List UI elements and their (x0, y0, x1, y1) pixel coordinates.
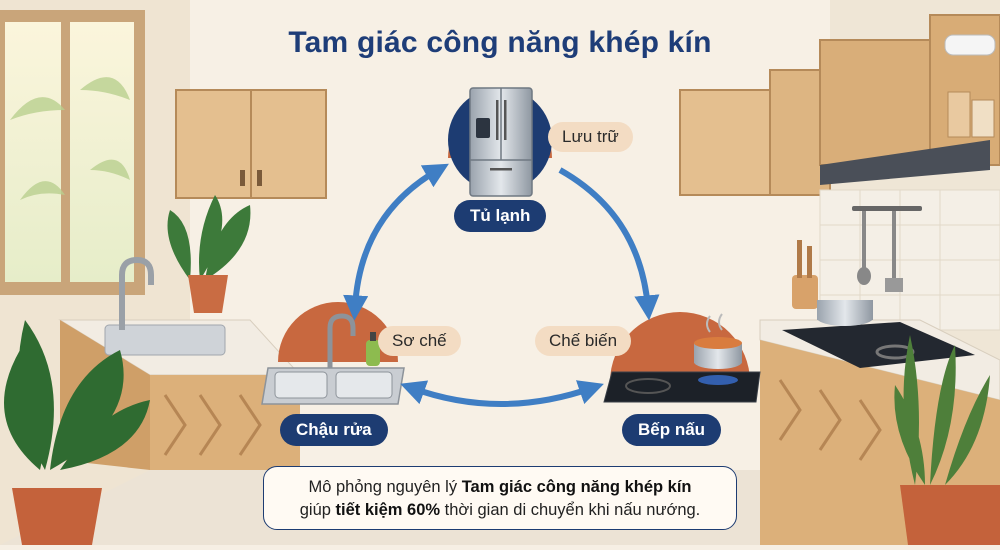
page-title: Tam giác công năng khép kín (288, 26, 712, 59)
window (0, 10, 145, 295)
caption-text: giúp (299, 501, 336, 519)
tag-storage: Lưu trữ (548, 122, 633, 152)
label-sink: Chậu rửa (280, 414, 388, 446)
caption-highlight: Tam giác công năng khép kín (461, 478, 692, 496)
monstera-plant-icon (4, 195, 251, 545)
upper-cabinet-left (175, 89, 327, 199)
refrigerator-icon (469, 87, 533, 197)
range-hood-icon (820, 140, 990, 185)
cooktop-icon (603, 313, 761, 403)
caption-text: Mô phỏng nguyên lý (308, 478, 462, 496)
caption-text: thời gian di chuyển khi nấu nướng. (440, 501, 701, 519)
arrow-fridge-stove (558, 167, 660, 321)
tag-prep: Sơ chế (378, 326, 461, 356)
upper-cabinet-right (679, 14, 1000, 196)
sink-icon (261, 313, 405, 405)
caption-line-2: giúp tiết kiệm 60% thời gian di chuyển k… (264, 499, 736, 522)
snake-plant-icon (894, 335, 1000, 545)
caption-highlight: tiết kiệm 60% (335, 501, 441, 519)
tag-cooking: Chế biến (535, 326, 632, 356)
label-fridge: Tủ lạnh (454, 200, 547, 232)
caption-box: Mô phỏng nguyên lý Tam giác công năng kh… (263, 466, 737, 530)
arrow-sink-stove (400, 380, 604, 407)
label-stove: Bếp nấu (622, 414, 722, 446)
arrow-fridge-sink (343, 163, 449, 321)
caption-line-1: Mô phỏng nguyên lý Tam giác công năng kh… (264, 476, 736, 499)
utensil-rack-icon (792, 206, 922, 309)
